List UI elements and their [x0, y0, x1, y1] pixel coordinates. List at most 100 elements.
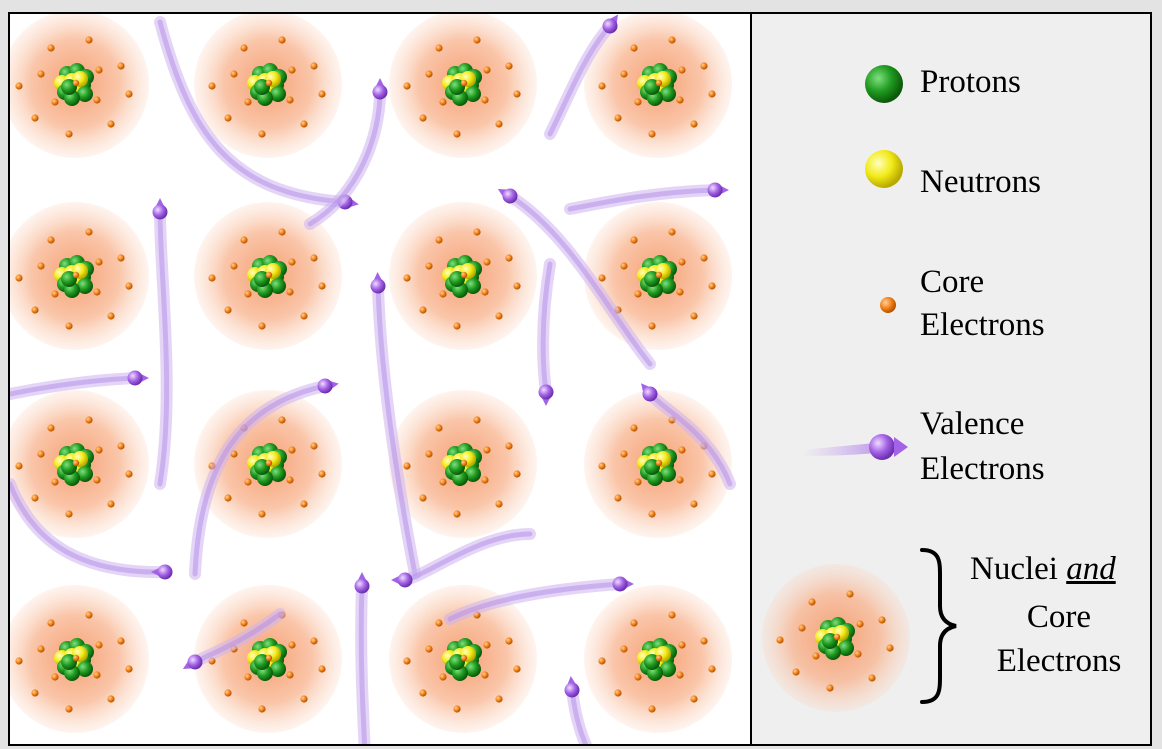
core-electron	[854, 650, 862, 658]
core-electron	[812, 652, 820, 660]
core-electron	[460, 79, 468, 87]
core-electron	[598, 274, 606, 282]
core-electron	[244, 290, 252, 298]
core-electron	[15, 657, 23, 665]
core-electron	[678, 258, 686, 266]
core-electron	[708, 282, 716, 290]
proton	[838, 640, 854, 656]
core-electron	[47, 619, 55, 627]
core-electron	[125, 665, 133, 673]
valence-electron	[304, 78, 388, 230]
core-electron	[258, 322, 266, 330]
core-electron	[886, 644, 894, 652]
valence-electron	[354, 572, 371, 744]
core-electron	[481, 288, 489, 296]
core-electron	[425, 645, 433, 653]
core-electron-icon	[880, 297, 896, 313]
core-electron	[655, 654, 663, 662]
core-electron	[419, 689, 427, 697]
core-electron	[634, 673, 642, 681]
core-electron	[240, 44, 248, 52]
core-electron	[208, 82, 216, 90]
proton	[77, 661, 93, 677]
core-electron	[648, 322, 656, 330]
core-electron	[808, 598, 816, 606]
core-electron	[288, 258, 296, 266]
core-electron	[230, 262, 238, 270]
core-electron	[72, 271, 80, 279]
valence-electron	[189, 378, 339, 580]
core-electron	[668, 36, 676, 44]
core-electron	[65, 130, 73, 138]
core-electron	[224, 114, 232, 122]
atom	[762, 564, 910, 712]
core-electron	[265, 79, 273, 87]
core-electron	[425, 262, 433, 270]
core-electron	[107, 500, 115, 508]
core-electron	[107, 695, 115, 703]
core-electron	[676, 288, 684, 296]
core-electron	[403, 462, 411, 470]
core-electron	[47, 44, 55, 52]
core-electron	[31, 494, 39, 502]
atom	[584, 202, 732, 350]
core-electron	[95, 641, 103, 649]
core-electron	[614, 689, 622, 697]
core-electron	[403, 657, 411, 665]
core-electron	[614, 114, 622, 122]
core-electron	[460, 654, 468, 662]
core-electron	[425, 70, 433, 78]
proton	[465, 278, 481, 294]
core-electron	[125, 90, 133, 98]
atom	[10, 14, 149, 158]
core-electron	[278, 416, 286, 424]
core-electron	[513, 470, 521, 478]
core-electron	[833, 633, 841, 641]
core-electron	[318, 282, 326, 290]
core-electron	[453, 705, 461, 713]
core-electron	[85, 36, 93, 44]
core-electron	[65, 705, 73, 713]
core-electron	[117, 62, 125, 70]
core-electron	[846, 590, 854, 598]
proton	[465, 86, 481, 102]
core-electron	[300, 695, 308, 703]
core-electron	[265, 654, 273, 662]
core-electron	[117, 254, 125, 262]
core-electron	[240, 619, 248, 627]
core-electron	[278, 228, 286, 236]
core-electron	[708, 90, 716, 98]
core-electron	[505, 254, 513, 262]
proton	[77, 278, 93, 294]
core-electron	[513, 90, 521, 98]
core-electron	[481, 96, 489, 104]
core-electron	[826, 684, 834, 692]
core-electron	[792, 668, 800, 676]
core-electron	[37, 450, 45, 458]
atom	[10, 390, 149, 538]
atom	[584, 14, 732, 158]
core-electron	[483, 258, 491, 266]
core-electron	[856, 620, 864, 628]
proton	[660, 86, 676, 102]
core-electron	[630, 424, 638, 432]
core-electron	[495, 695, 503, 703]
core-electron	[483, 446, 491, 454]
core-electron	[31, 114, 39, 122]
core-electron	[288, 66, 296, 74]
core-electron	[51, 673, 59, 681]
core-electron	[513, 282, 521, 290]
legend-protons-label: Protons	[920, 64, 1021, 100]
core-electron	[473, 416, 481, 424]
core-electron	[634, 478, 642, 486]
core-electron	[700, 62, 708, 70]
core-electron	[668, 611, 676, 619]
core-electron	[224, 689, 232, 697]
core-electron	[93, 671, 101, 679]
core-electron	[678, 66, 686, 74]
core-electron	[419, 114, 427, 122]
valence-electron-icon	[802, 434, 908, 460]
core-electron	[505, 62, 513, 70]
core-electron	[72, 79, 80, 87]
core-electron	[117, 442, 125, 450]
